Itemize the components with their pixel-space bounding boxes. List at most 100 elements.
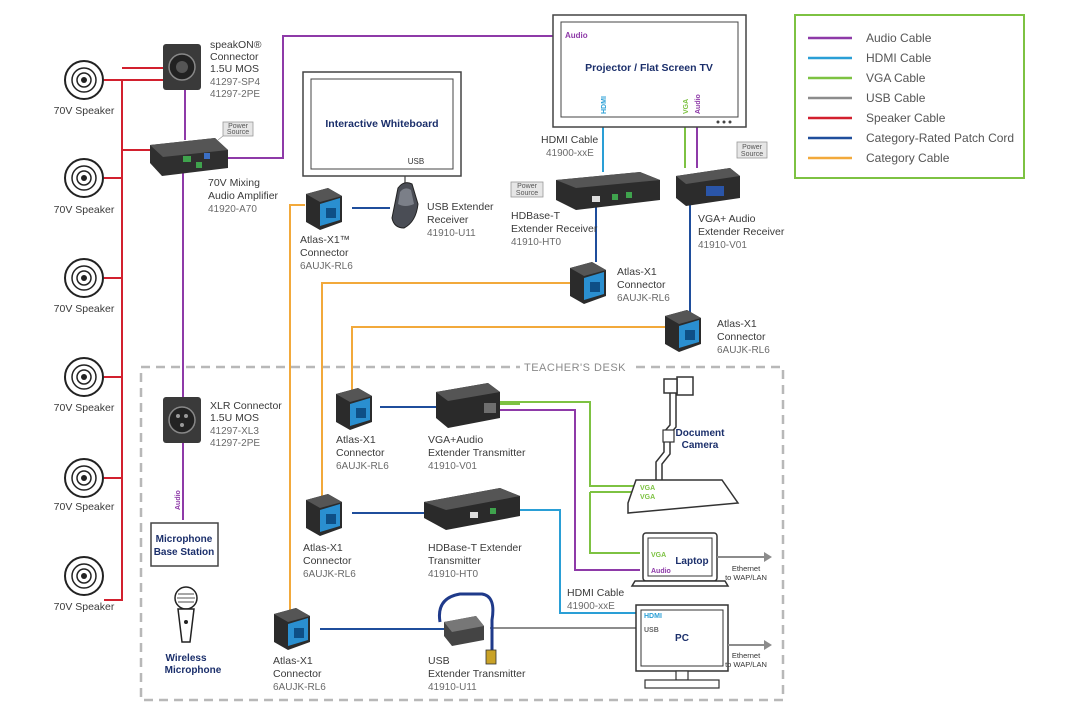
laptop-audio: Audio — [651, 568, 671, 575]
speaker-label: 70V Speaker — [54, 501, 115, 513]
projector-title: Projector / Flat Screen TV — [585, 62, 713, 74]
pc-eth1: Ethernet — [732, 651, 761, 660]
wireless-mic-line2: Microphone — [165, 665, 222, 676]
legend-label: Speaker Cable — [866, 111, 946, 125]
pc-eth2: to WAP/LAN — [725, 660, 767, 669]
atlas-connector-desk-2: Atlas-X1 Connector 6AUJK-RL6 — [303, 494, 356, 580]
laptop-vga: VGA — [651, 552, 666, 559]
amp-line1: 70V Mixing — [208, 177, 260, 189]
doc-camera-vga1: VGA — [640, 485, 655, 492]
pc-title: PC — [675, 633, 689, 644]
xlr-line2: 1.5U MOS — [210, 412, 259, 424]
atlas-d3-line2: Connector — [273, 668, 322, 680]
legend-label: Category-Rated Patch Cord — [866, 131, 1014, 145]
usb-extender-receiver: USB Extender Receiver 41910-U11 — [391, 182, 494, 239]
vga-tx-line2: Extender Transmitter — [428, 447, 526, 459]
vga-rx-power2: Source — [741, 151, 763, 158]
xlr-part2: 41297-2PE — [210, 438, 260, 449]
vga-audio-extender-receiver: Power Source VGA+ Audio Extender Receive… — [676, 141, 785, 251]
hdbaset-rx-power1: Power — [517, 183, 538, 190]
legend-box — [794, 14, 1025, 179]
vga-rx-line2: Extender Receiver — [698, 226, 785, 238]
speakon-part2: 41297-2PE — [210, 89, 260, 100]
usb-receiver-line2: Receiver — [427, 214, 469, 226]
atlas-connector-mid: Atlas-X1 Connector 6AUJK-RL6 — [570, 262, 670, 304]
vga-tx-line1: VGA+Audio — [428, 434, 483, 446]
projector-tv: Audio Projector / Flat Screen TV HDMI VG… — [552, 14, 747, 128]
mic-base-line1: Microphone — [156, 534, 213, 545]
usb-receiver-part: 41910-U11 — [427, 228, 476, 239]
atlas-tl-part: 6AUJK-RL6 — [300, 261, 353, 272]
speaker-5: 70V Speaker — [54, 458, 115, 513]
atlas-tl-line1: Atlas-X1™ — [300, 234, 350, 246]
mic-audio-label: Audio — [175, 490, 182, 510]
speakon-part1: 41297-SP4 — [210, 77, 260, 88]
teachers-desk-label: TEACHER'S DESK — [524, 362, 626, 374]
hdbaset-rx-power2: Source — [516, 190, 538, 197]
hdmi-cable-bottom-label: HDMI Cable — [567, 587, 624, 599]
doc-camera-line2: Camera — [682, 440, 719, 451]
atlas-mid-part: 6AUJK-RL6 — [617, 293, 670, 304]
vga-tx-part: 41910-V01 — [428, 461, 477, 472]
legend-item: Speaker Cable — [808, 111, 946, 125]
atlas-mid-line1: Atlas-X1 — [617, 266, 657, 278]
speakon-line3: 1.5U MOS — [210, 63, 259, 75]
speaker-2: 70V Speaker — [54, 158, 115, 216]
legend-item: Category Cable — [808, 151, 950, 165]
microphone-base-station: Audio Microphone Base Station — [150, 490, 219, 567]
usb-receiver-line1: USB Extender — [427, 201, 494, 213]
usb-tx-line1: USB — [428, 655, 450, 667]
atlas-right-line1: Atlas-X1 — [717, 318, 757, 330]
hdbaset-tx-part: 41910-HT0 — [428, 569, 478, 580]
hdmi-cable-bottom-part: 41900-xxE — [567, 601, 615, 612]
hdbaset-rx-line1: HDBase-T — [511, 210, 561, 222]
projector-hdmi-port: HDMI — [601, 96, 608, 114]
atlas-connector-desk-1: Atlas-X1 Connector 6AUJK-RL6 — [336, 388, 389, 472]
amp-line2: Audio Amplifier — [208, 190, 279, 202]
atlas-d2-line1: Atlas-X1 — [303, 542, 343, 554]
speaker-4: 70V Speaker — [54, 357, 115, 414]
legend-item: USB Cable — [808, 91, 926, 105]
doc-camera-vga2: VGA — [640, 494, 655, 501]
vga-cables — [500, 116, 686, 554]
usb-tx-line2: Extender Transmitter — [428, 668, 526, 680]
usb-tx-part: 41910-U11 — [428, 682, 477, 693]
atlas-connector-right: Atlas-X1 Connector 6AUJK-RL6 — [665, 310, 770, 356]
atlas-connector-top-left: Atlas-X1™ Connector 6AUJK-RL6 — [300, 188, 353, 272]
speaker-label: 70V Speaker — [54, 105, 115, 117]
hdbaset-rx-line2: Extender Receiver — [511, 223, 598, 235]
amp-power1: Power — [228, 123, 249, 130]
speakon-line2: Connector — [210, 51, 259, 63]
audio-amplifier: Power Source 70V Mixing Audio Amplifier … — [150, 121, 279, 215]
interactive-whiteboard: Interactive Whiteboard USB — [302, 71, 462, 177]
doc-camera-line1: Document — [676, 428, 726, 439]
hdbaset-tx-line1: HDBase-T Extender — [428, 542, 522, 554]
vga-rx-part: 41910-V01 — [698, 240, 747, 251]
pc-usb: USB — [644, 627, 659, 634]
patch-cords — [320, 200, 691, 630]
speaker-column: 70V Speaker 70V Speaker 70V Speaker 70V … — [54, 60, 115, 613]
atlas-d1-line2: Connector — [336, 447, 385, 459]
atlas-d1-line1: Atlas-X1 — [336, 434, 376, 446]
atlas-d3-line1: Atlas-X1 — [273, 655, 313, 667]
atlas-connector-desk-3: Atlas-X1 Connector 6AUJK-RL6 — [273, 608, 326, 693]
vga-audio-extender-transmitter: VGA+Audio Extender Transmitter 41910-V01 — [428, 383, 526, 472]
hdbaset-extender-receiver: Power Source HDBase-T Extender Receiver … — [510, 172, 660, 248]
hdmi-cable-top-part: 41900-xxE — [546, 148, 594, 159]
projector-audio-label: Audio — [565, 31, 588, 40]
atlas-d1-part: 6AUJK-RL6 — [336, 461, 389, 472]
hdbaset-tx-line2: Transmitter — [428, 555, 481, 567]
vga-rx-line1: VGA+ Audio — [698, 213, 756, 225]
legend-label: Category Cable — [866, 151, 950, 165]
laptop-eth1: Ethernet — [732, 564, 761, 573]
laptop-title: Laptop — [675, 556, 708, 567]
laptop-eth2: to WAP/LAN — [725, 573, 767, 582]
document-camera: Document Camera VGA VGA — [627, 376, 740, 514]
amp-part: 41920-A70 — [208, 204, 257, 215]
atlas-right-part: 6AUJK-RL6 — [717, 345, 770, 356]
xlr-line1: XLR Connector — [210, 400, 282, 412]
speaker-cables — [104, 67, 163, 601]
speaker-label: 70V Speaker — [54, 303, 115, 315]
speaker-label: 70V Speaker — [54, 601, 115, 613]
